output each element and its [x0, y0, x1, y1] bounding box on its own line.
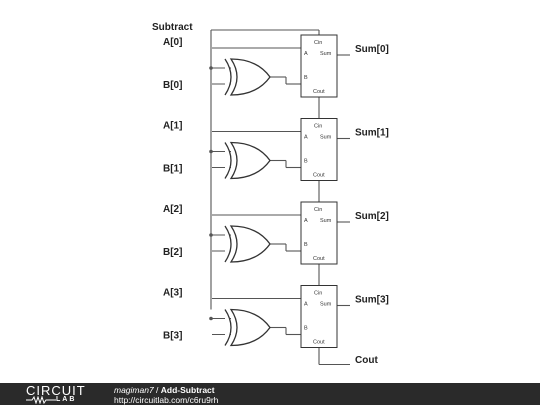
- b-bit-label: B[3]: [163, 331, 182, 342]
- pin-cout-label: Cout: [313, 173, 325, 179]
- pin-a-label: A: [304, 302, 308, 308]
- circuit-title: Add-Subtract: [160, 385, 215, 395]
- logo-text-bottom: LAB: [56, 396, 77, 403]
- junction-dot: [209, 316, 213, 321]
- footer-bar: CIRCUIT LAB magiman7 / Add-Subtract http…: [0, 383, 540, 405]
- pin-a-label: A: [304, 51, 308, 57]
- xor-gate: [224, 308, 271, 347]
- pin-sum-label: Sum: [320, 302, 332, 308]
- junction-dot: [209, 66, 213, 70]
- wires: [209, 29, 350, 366]
- pin-cin-label: Cin: [314, 124, 322, 130]
- sum-output-label: Sum[2]: [355, 211, 389, 222]
- logo-text-top: CIRCUIT: [26, 383, 86, 398]
- pin-cout-label: Cout: [313, 89, 325, 95]
- pin-sum-label: Sum: [320, 51, 332, 57]
- sum-output-label: Sum[0]: [355, 44, 389, 55]
- junction-dot: [209, 149, 213, 154]
- circuit-url-link[interactable]: http://circuitlab.com/c6ru9rh: [114, 395, 219, 405]
- xor-gate: [224, 141, 271, 180]
- pin-a-label: A: [304, 218, 308, 224]
- a-bit-label: A[0]: [163, 37, 182, 48]
- xor-gate: [224, 225, 271, 263]
- labels: Subtract Cout A[0] B[0] Sum[0] A[1] B[1] Sum[…: [152, 22, 389, 366]
- pin-cout-label: Cout: [313, 340, 325, 346]
- a-bit-label: A[1]: [163, 121, 182, 132]
- resistor-squiggle-icon: [26, 396, 56, 404]
- pin-cin-label: Cin: [314, 291, 322, 297]
- b-bit-label: B[2]: [163, 247, 182, 258]
- pin-cout-label: Cout: [313, 256, 325, 262]
- pin-b-label: B: [304, 242, 308, 248]
- sum-output-label: Sum[3]: [355, 295, 389, 306]
- carry-out-label: Cout: [355, 355, 378, 366]
- xor-gate: [224, 58, 271, 96]
- pin-cin-label: Cin: [314, 207, 322, 213]
- a-bit-label: A[2]: [163, 204, 182, 215]
- pin-sum-label: Sum: [320, 218, 332, 224]
- circuit-meta: magiman7 / Add-Subtract http://circuitla…: [114, 385, 218, 405]
- circuitlab-logo: CIRCUIT LAB: [26, 384, 94, 404]
- pin-b-label: B: [304, 75, 308, 81]
- b-bit-label: B[0]: [163, 80, 182, 91]
- pin-b-label: B: [304, 159, 308, 165]
- meta-separator: /: [153, 385, 161, 395]
- a-bit-label: A[3]: [163, 288, 182, 299]
- pin-b-label: B: [304, 326, 308, 332]
- sum-output-label: Sum[1]: [355, 128, 389, 139]
- subtract-label: Subtract: [152, 22, 193, 33]
- pin-cin-label: Cin: [314, 40, 322, 46]
- pin-sum-label: Sum: [320, 135, 332, 141]
- junction-dot: [209, 233, 213, 237]
- pin-a-label: A: [304, 135, 308, 141]
- author-link[interactable]: magiman7: [114, 385, 154, 395]
- b-bit-label: B[1]: [163, 164, 182, 175]
